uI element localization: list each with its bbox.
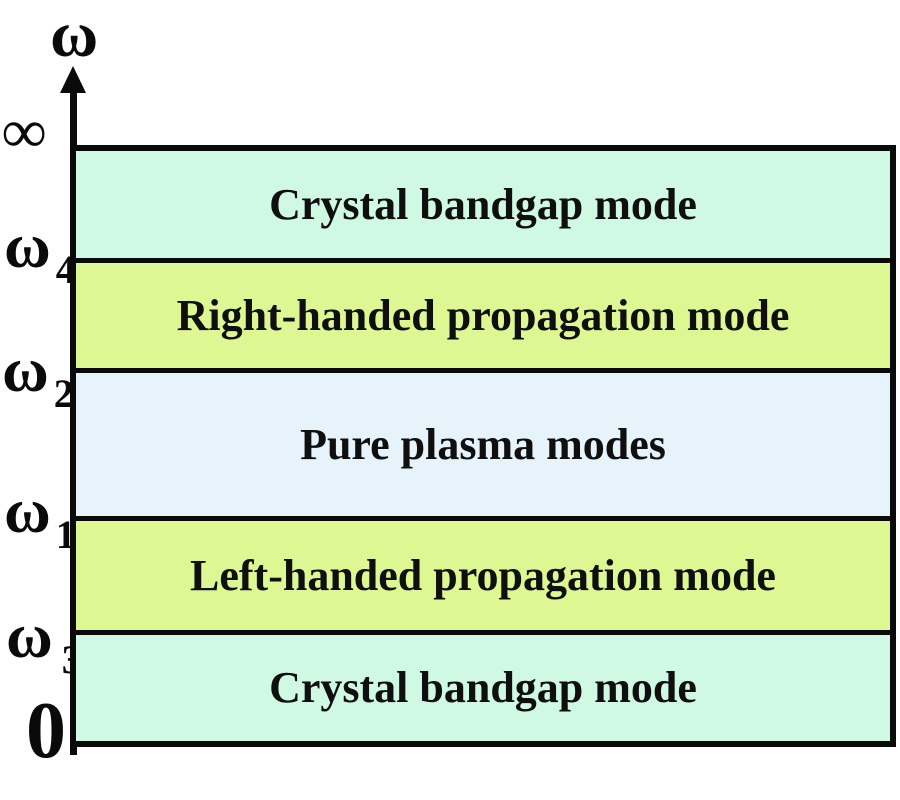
tick-zero-symbol: 0 bbox=[26, 687, 66, 775]
tick-infinity: ∞ bbox=[2, 101, 51, 163]
omega-axis-label: ω bbox=[50, 0, 99, 71]
axis-arrow-up-icon bbox=[60, 66, 86, 93]
band-stack: Crystal bandgap mode Right-handed propag… bbox=[70, 145, 896, 747]
tick-omega1-symbol: ω bbox=[4, 475, 51, 546]
band-label: Left-handed propagation mode bbox=[190, 550, 776, 600]
band-pure-plasma: Pure plasma modes bbox=[76, 373, 890, 521]
tick-zero: 0 bbox=[26, 691, 71, 771]
band-label: Right-handed propagation mode bbox=[176, 290, 790, 340]
band-label: Crystal bandgap mode bbox=[269, 179, 697, 229]
band-right-handed-propagation: Right-handed propagation mode bbox=[76, 263, 890, 373]
tick-omega3-symbol: ω bbox=[6, 600, 53, 671]
tick-omega2-symbol: ω bbox=[2, 334, 49, 405]
band-label: Pure plasma modes bbox=[300, 419, 666, 469]
tick-infinity-symbol: ∞ bbox=[2, 98, 47, 166]
tick-omega4-symbol: ω bbox=[4, 210, 51, 281]
band-left-handed-propagation: Left-handed propagation mode bbox=[76, 521, 890, 635]
band-crystal-bandgap-bottom: Crystal bandgap mode bbox=[76, 635, 890, 741]
band-label: Crystal bandgap mode bbox=[269, 663, 697, 712]
band-crystal-bandgap-top: Crystal bandgap mode bbox=[76, 151, 890, 263]
tick-omega2-subscript: 2 bbox=[53, 371, 74, 416]
